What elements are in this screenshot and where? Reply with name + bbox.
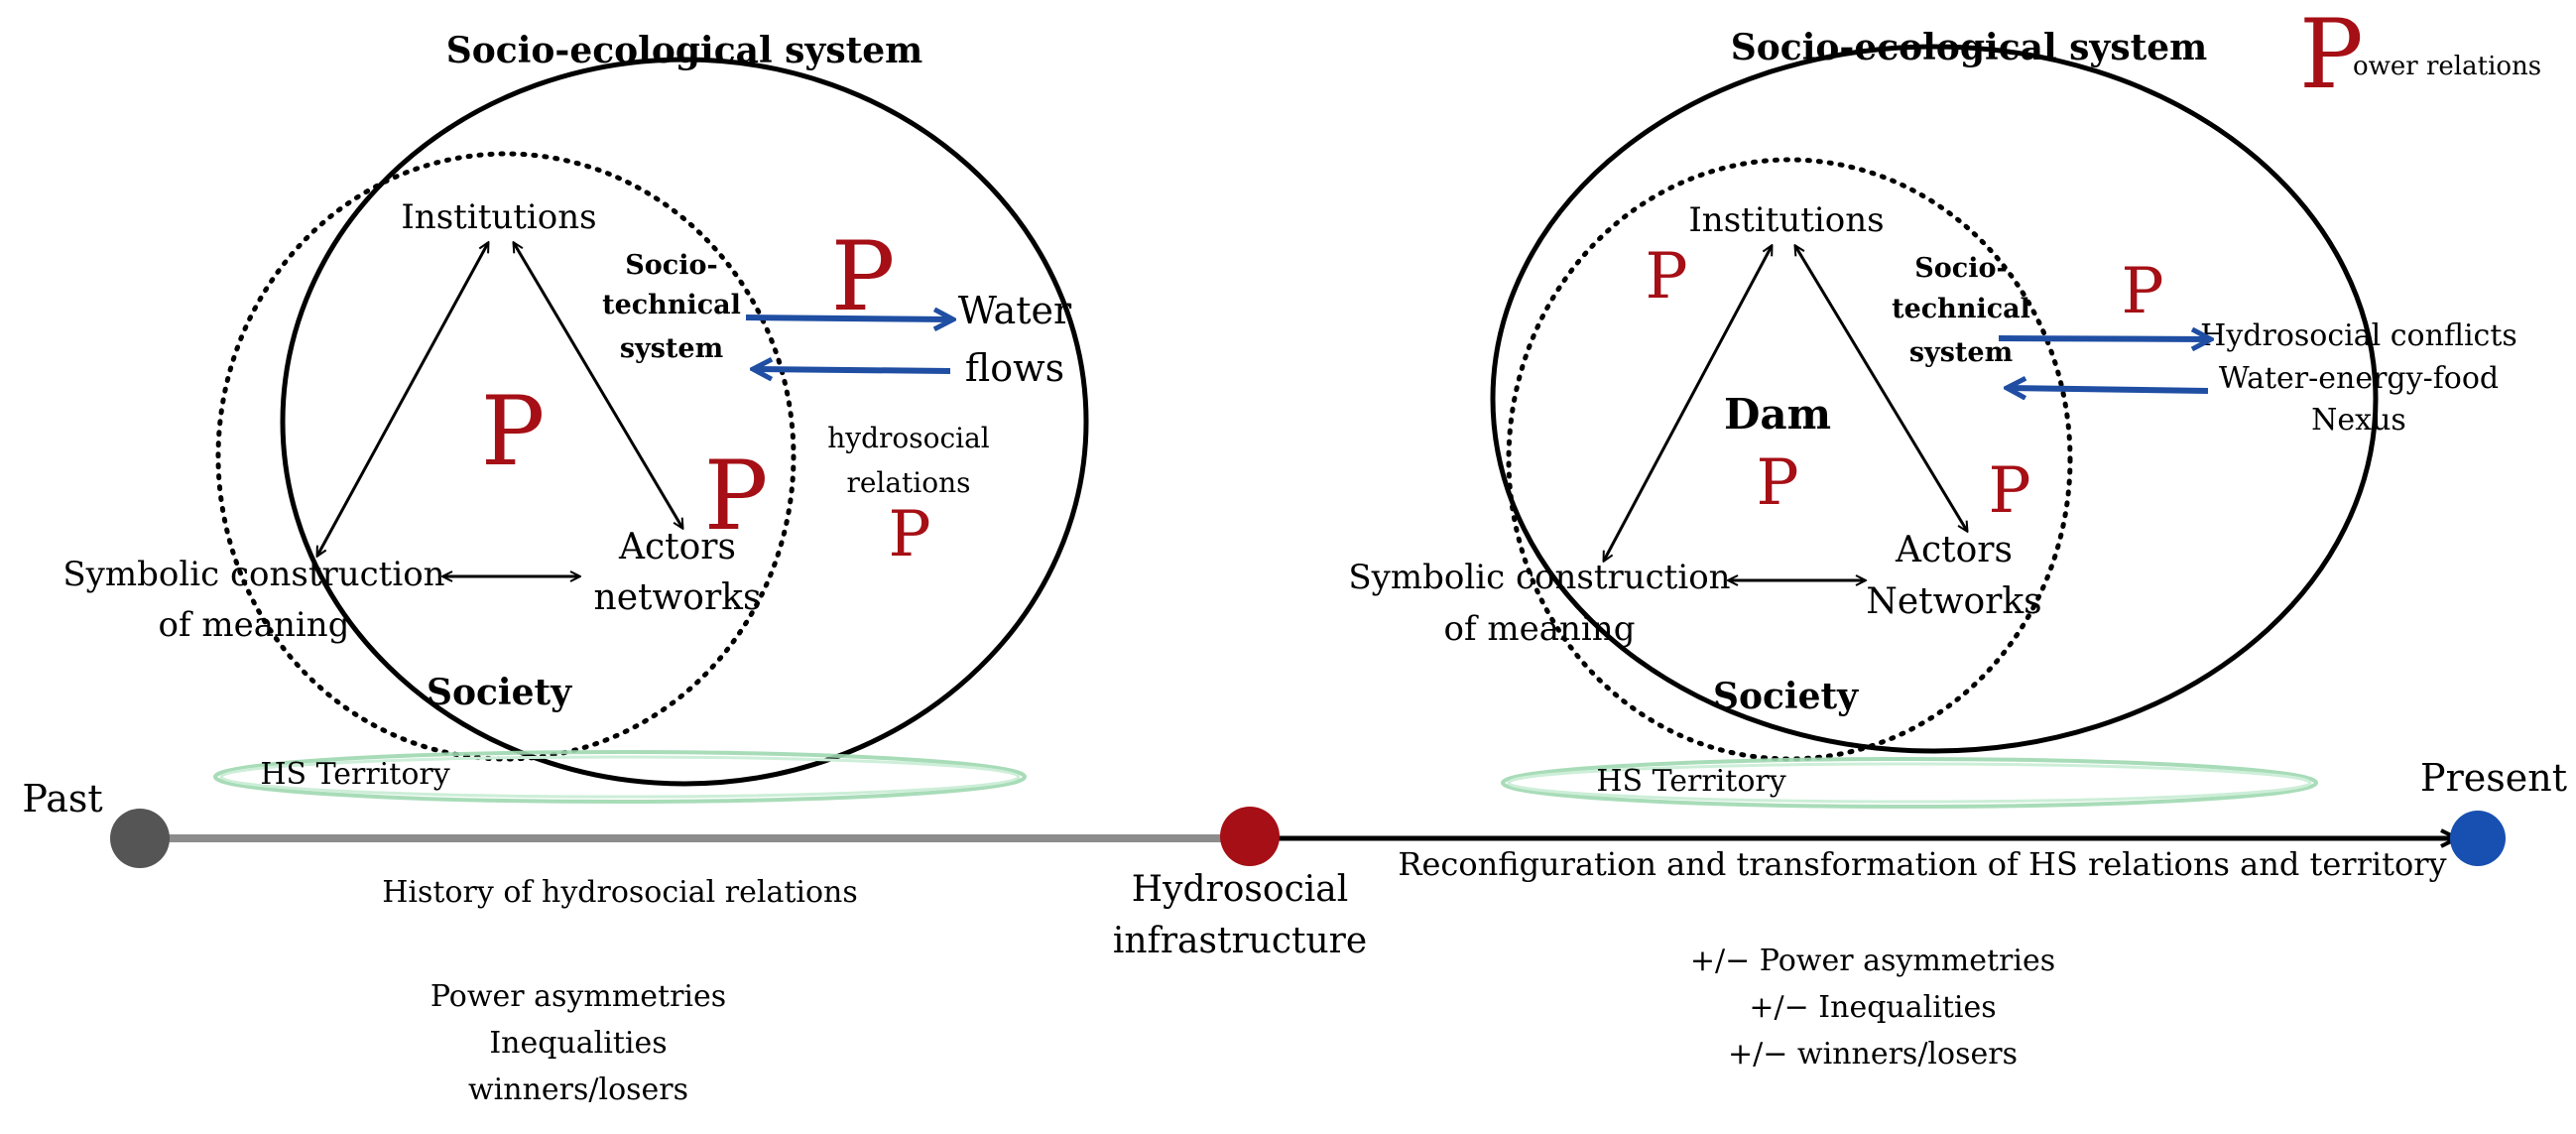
left-effect-3: winners/losers bbox=[468, 1072, 688, 1107]
right-institutions-label: Institutions bbox=[1688, 200, 1884, 240]
timeline-middle-line1: Hydrosocial bbox=[1132, 869, 1348, 910]
right-sociotech-line3: system bbox=[1909, 337, 2013, 368]
left-power-symbol-flow: P bbox=[831, 221, 896, 332]
right-actors-line1: Actors bbox=[1895, 530, 2013, 570]
timeline-past-dot bbox=[110, 809, 170, 868]
left-territory-glow bbox=[219, 755, 1021, 799]
right-dam-label: Dam bbox=[1724, 390, 1831, 439]
right-output-line1: Hydrosocial conflicts bbox=[2200, 318, 2517, 353]
right-territory-label: HS Territory bbox=[1596, 764, 1785, 799]
left-arrow-institutions-symbolic bbox=[317, 243, 488, 556]
left-actors-line2: networks bbox=[594, 577, 762, 618]
right-effect-3: +/− winners/losers bbox=[1728, 1037, 2018, 1071]
right-power-symbol-institutions: P bbox=[1645, 240, 1687, 314]
right-power-symbol-flow: P bbox=[2121, 255, 2163, 328]
right-society-label: Society bbox=[1713, 676, 1859, 717]
right-sociotech-line1: Socio- bbox=[1914, 253, 2007, 284]
right-symbolic-line1: Symbolic construction bbox=[1348, 558, 1730, 597]
left-society-label: Society bbox=[427, 672, 572, 713]
left-system: Socio-ecological system Institutions Soc… bbox=[62, 30, 1089, 804]
left-arrow-institutions-actors bbox=[514, 243, 682, 528]
right-society-dotted-ellipse bbox=[1506, 157, 2073, 762]
timeline-reconfig-label: Reconfiguration and transformation of HS… bbox=[1398, 845, 2446, 883]
left-power-symbol-actors: P bbox=[704, 441, 769, 552]
left-sociotech-line2: technical bbox=[602, 290, 741, 320]
left-flow-arrow-in bbox=[754, 369, 951, 371]
left-territory-label: HS Territory bbox=[260, 757, 449, 792]
left-system-title: Socio-ecological system bbox=[446, 30, 922, 71]
left-power-symbol-center: P bbox=[481, 376, 546, 487]
timeline-present-label: Present bbox=[2420, 756, 2567, 800]
left-hydrosocial-line2: relations bbox=[846, 466, 970, 499]
left-sociotech-line1: Socio- bbox=[625, 250, 717, 281]
left-water-line1: Water bbox=[958, 289, 1072, 332]
right-arrow-institutions-actors bbox=[1795, 246, 1967, 531]
timeline-past-label: Past bbox=[22, 777, 102, 820]
legend-text: ower relations bbox=[2353, 52, 2541, 81]
left-flow-arrow-out bbox=[745, 317, 952, 319]
right-symbolic-line2: of meaning bbox=[1444, 609, 1636, 649]
right-power-symbol-center: P bbox=[1756, 446, 1798, 520]
left-effect-2: Inequalities bbox=[489, 1026, 667, 1061]
left-sociotech-line3: system bbox=[620, 333, 723, 364]
left-water-line2: flows bbox=[965, 346, 1064, 390]
right-arrow-institutions-symbolic bbox=[1604, 246, 1772, 561]
left-effect-1: Power asymmetries bbox=[430, 979, 726, 1014]
legend: P ower relations bbox=[2299, 0, 2541, 110]
left-hydrosocial-line1: hydrosocial bbox=[827, 422, 990, 454]
timeline-middle-dot bbox=[1220, 807, 1280, 866]
right-territory-ellipse bbox=[1501, 757, 2318, 809]
right-output-line2: Water-energy-food bbox=[2219, 361, 2499, 396]
left-society-dotted-ellipse bbox=[215, 151, 797, 762]
right-actors-line2: Networks bbox=[1866, 581, 2041, 622]
right-output-line3: Nexus bbox=[2311, 403, 2406, 438]
right-effect-1: +/− Power asymmetries bbox=[1690, 944, 2055, 978]
legend-power-symbol: P bbox=[2299, 0, 2364, 110]
right-system: Socio-ecological system Institutions Soc… bbox=[1348, 27, 2517, 809]
timeline-history-label: History of hydrosocial relations bbox=[382, 875, 858, 910]
timeline-present-dot bbox=[2450, 811, 2506, 866]
right-territory-glow bbox=[1507, 762, 2312, 804]
left-actors-line1: Actors bbox=[618, 527, 736, 567]
right-effect-2: +/− Inequalities bbox=[1749, 990, 1996, 1025]
right-power-symbol-actors: P bbox=[1988, 454, 2030, 528]
right-flow-arrow-in bbox=[2008, 388, 2209, 391]
left-power-symbol-hydrosocial: P bbox=[888, 498, 930, 571]
timeline-middle-line2: infrastructure bbox=[1113, 921, 1367, 961]
left-socio-ecological-ellipse bbox=[280, 57, 1089, 787]
left-symbolic-line2: of meaning bbox=[159, 605, 350, 645]
timeline: Past Present Hydrosocial infrastructure … bbox=[22, 756, 2567, 1107]
left-institutions-label: Institutions bbox=[401, 197, 596, 237]
right-sociotech-line2: technical bbox=[1892, 294, 2030, 324]
right-flow-arrow-out bbox=[1998, 338, 2210, 339]
left-territory-ellipse bbox=[213, 750, 1027, 804]
right-socio-ecological-ellipse bbox=[1490, 44, 2379, 754]
left-symbolic-line1: Symbolic construction bbox=[62, 555, 444, 594]
